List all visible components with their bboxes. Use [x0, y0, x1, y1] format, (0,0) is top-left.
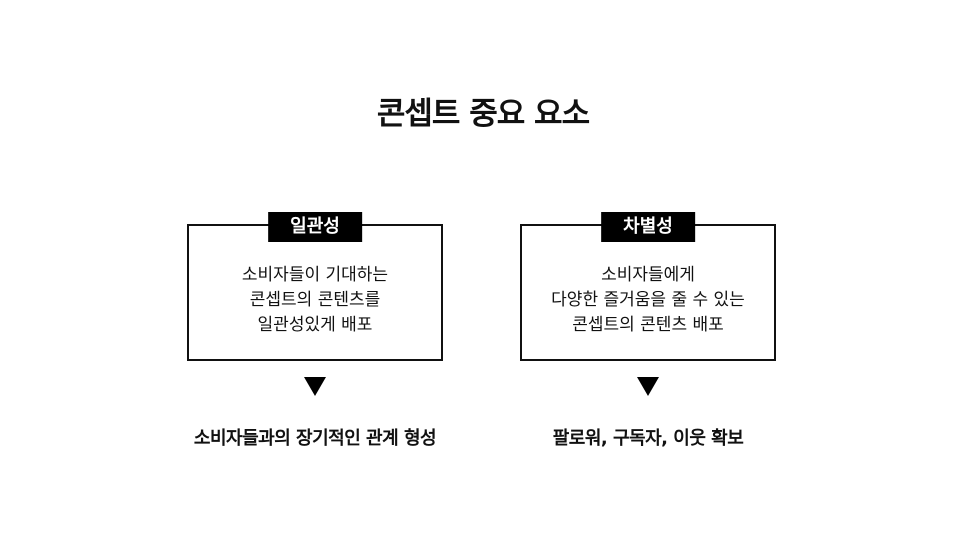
consistency-tag: 일관성	[268, 212, 362, 242]
differentiation-result: 팔로워, 구독자, 이웃 확보	[552, 428, 744, 449]
consistency-line-1: 소비자들이 기대하는	[241, 265, 389, 285]
down-triangle-icon	[637, 377, 659, 396]
consistency-description: 소비자들이 기대하는 콘셉트의 콘텐츠를 일관성있게 배포	[189, 263, 441, 338]
consistency-card: 일관성 소비자들이 기대하는 콘셉트의 콘텐츠를 일관성있게 배포	[187, 212, 443, 361]
differentiation-tag: 차별성	[601, 212, 695, 242]
consistency-line-2: 콘셉트의 콘텐츠를	[249, 290, 381, 310]
down-triangle-icon	[304, 377, 326, 396]
differentiation-line-1: 소비자들에게	[601, 265, 695, 285]
differentiation-line-3: 콘셉트의 콘텐츠 배포	[572, 315, 724, 335]
consistency-result: 소비자들과의 장기적인 관계 형성	[193, 428, 437, 449]
differentiation-line-2: 다양한 즐거움을 줄 수 있는	[551, 290, 745, 310]
consistency-line-3: 일관성있게 배포	[257, 315, 373, 335]
differentiation-card: 차별성 소비자들에게 다양한 즐거움을 줄 수 있는 콘셉트의 콘텐츠 배포	[520, 212, 776, 361]
page-title: 콘셉트 중요 요소	[376, 96, 590, 132]
differentiation-description: 소비자들에게 다양한 즐거움을 줄 수 있는 콘셉트의 콘텐츠 배포	[522, 263, 774, 338]
